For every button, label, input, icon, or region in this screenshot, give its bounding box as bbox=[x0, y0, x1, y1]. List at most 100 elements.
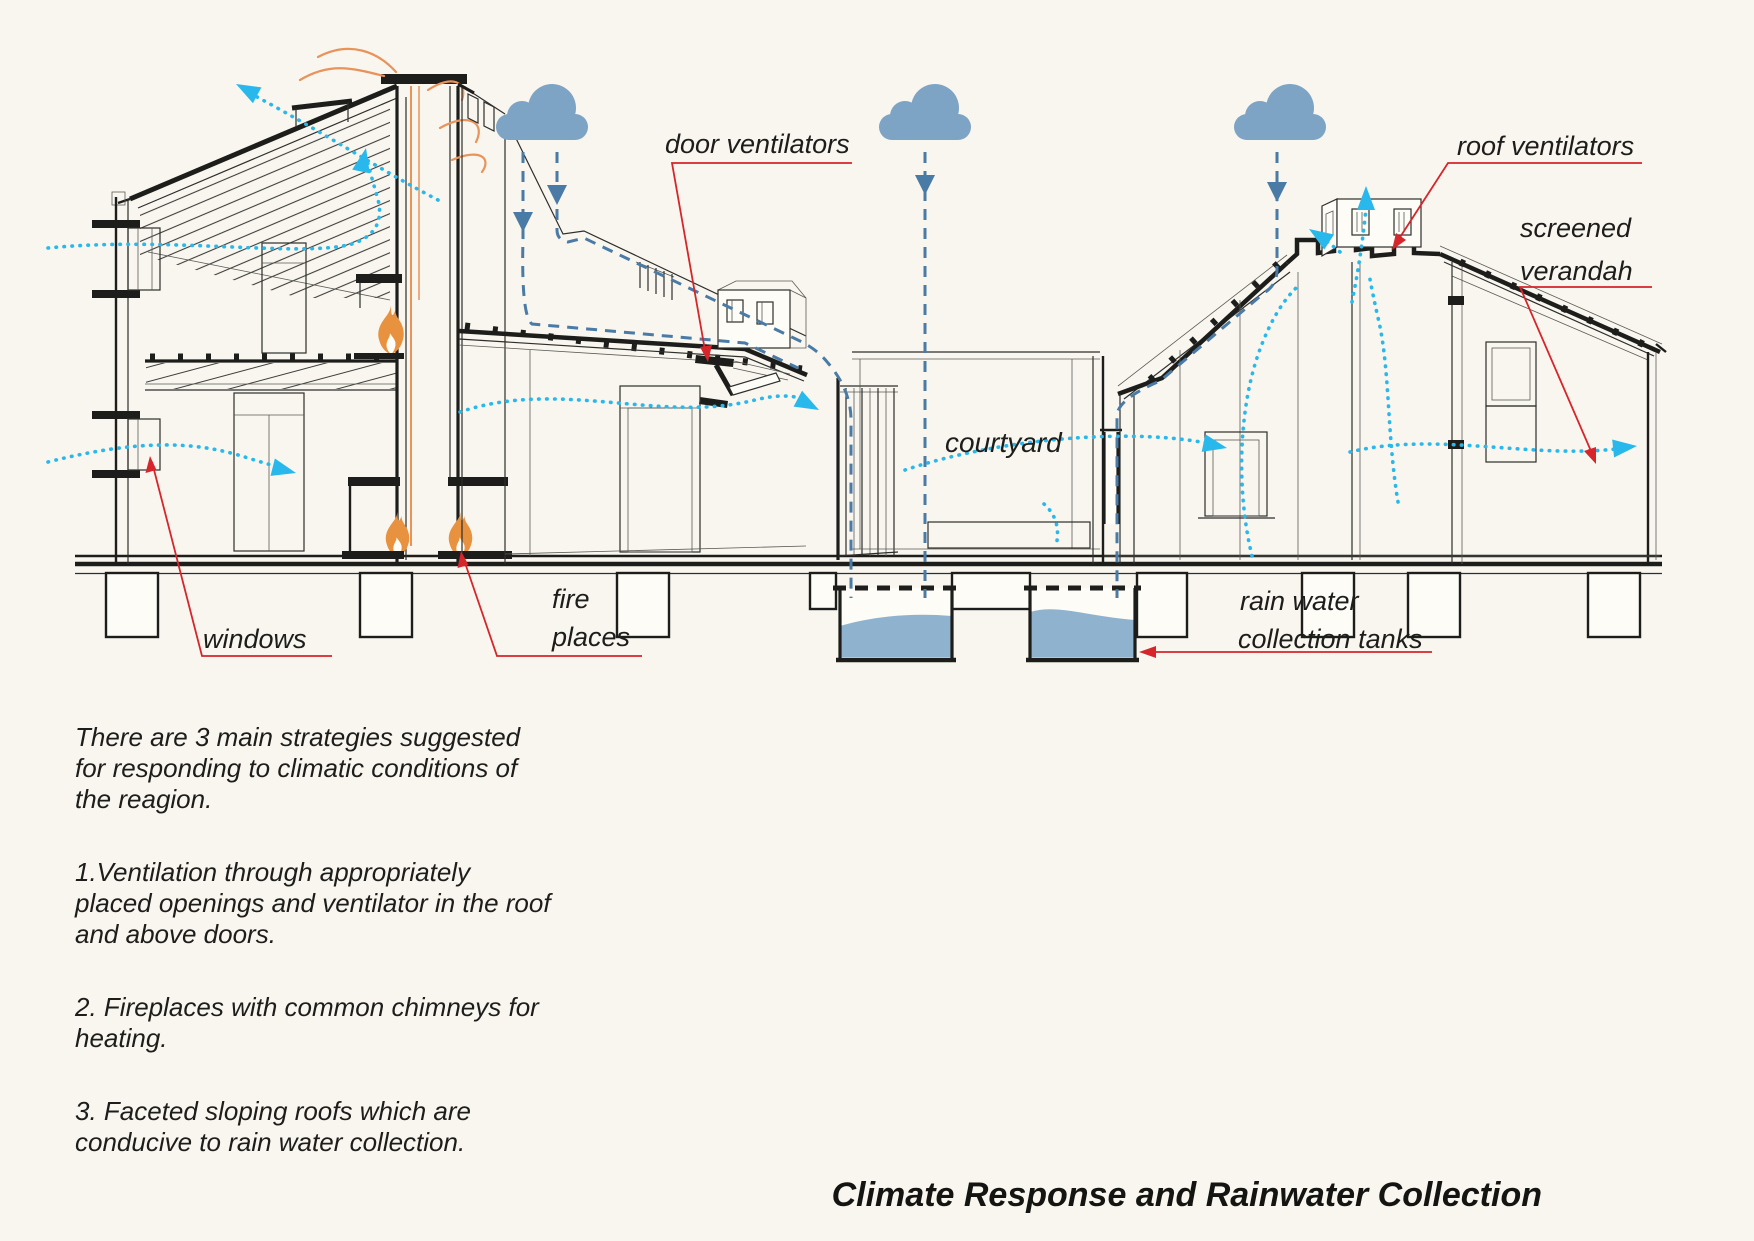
roof-step bbox=[291, 98, 353, 111]
rainwater-tanks bbox=[833, 585, 1141, 663]
right-roof-left-slope bbox=[1117, 261, 1289, 397]
wall-vent-slot bbox=[467, 93, 479, 124]
middle-roof bbox=[458, 328, 808, 378]
fireplace-lintel bbox=[448, 477, 508, 486]
airflow-arrowhead bbox=[1357, 186, 1375, 210]
airflow-arrow bbox=[46, 443, 292, 472]
airflow-arrowhead bbox=[352, 148, 370, 174]
rain-cloud-icon bbox=[879, 84, 971, 140]
airflow-arrowhead bbox=[236, 84, 262, 104]
left-house bbox=[92, 83, 398, 564]
door-ventilators-label: door ventilators bbox=[665, 129, 850, 159]
rain-arrowhead bbox=[915, 175, 935, 195]
airflow-arrowhead bbox=[1309, 229, 1335, 250]
courtyard-bench bbox=[927, 521, 1091, 549]
flame-icon bbox=[378, 305, 404, 355]
courtyard-label: courtyard bbox=[945, 427, 1063, 458]
airflow-arrow bbox=[1367, 272, 1400, 504]
roof-ventilator-tower bbox=[1321, 198, 1422, 258]
leader-door-ventilators bbox=[670, 162, 852, 362]
roof-ventilators-label: roof ventilators bbox=[1457, 131, 1634, 161]
rain-arrow bbox=[521, 152, 799, 370]
fire-places-label-line2: places bbox=[551, 622, 630, 652]
airflow-arrow bbox=[1042, 502, 1060, 548]
hearth bbox=[342, 551, 404, 559]
hip-roof-outline bbox=[504, 115, 807, 337]
window-sill bbox=[92, 290, 140, 298]
leader-windows bbox=[145, 456, 332, 657]
fireplaces bbox=[342, 274, 512, 559]
fire-places-label-line1: fire bbox=[552, 584, 590, 614]
leader-fireplaces bbox=[457, 551, 642, 657]
left-roof bbox=[129, 83, 398, 202]
water-tank-left bbox=[833, 585, 959, 663]
fireplace-lintel bbox=[348, 477, 400, 486]
roof-tower bbox=[717, 280, 807, 349]
diagram-title: Climate Response and Rainwater Collectio… bbox=[831, 1176, 1542, 1214]
airflow-arrows bbox=[46, 84, 1637, 558]
windows-label: windows bbox=[203, 624, 307, 654]
flame-icon bbox=[448, 512, 473, 557]
chimney bbox=[298, 47, 487, 564]
interior-door-ground bbox=[233, 392, 305, 552]
rain-arrow bbox=[555, 152, 853, 598]
note-paragraph-3: 3. Faceted sloping roofs which are condu… bbox=[75, 1096, 471, 1157]
right-roof-right-slope bbox=[1439, 251, 1661, 355]
foundation-pier bbox=[104, 571, 1642, 639]
airflow-arrowhead bbox=[270, 458, 296, 476]
window-sill bbox=[92, 220, 140, 228]
rain-arrowhead bbox=[547, 185, 567, 205]
ground-and-foundations bbox=[75, 554, 1662, 639]
water-tank-right bbox=[1024, 585, 1141, 663]
rain-water-label-line2: collection tanks bbox=[1238, 624, 1423, 654]
hearth bbox=[438, 551, 512, 559]
rain-arrowhead bbox=[513, 212, 533, 232]
chimney-cap bbox=[381, 74, 467, 84]
interior-door-upper bbox=[261, 242, 307, 354]
rain-water-label-line1: rain water bbox=[1240, 586, 1360, 616]
leader-lines bbox=[145, 162, 1652, 658]
note-paragraph-intro: There are 3 main strategies suggested fo… bbox=[75, 722, 521, 814]
screened-verandah-label-line2: verandah bbox=[1520, 256, 1633, 286]
courtyard-screen bbox=[836, 378, 899, 560]
rain-cloud-icon bbox=[1234, 84, 1326, 140]
airflow-arrow bbox=[46, 154, 382, 251]
rafter-hatching bbox=[140, 102, 390, 298]
strategy-notes: There are 3 main strategies suggested fo… bbox=[75, 722, 655, 1200]
note-paragraph-2: 2. Fireplaces with common chimneys for h… bbox=[75, 992, 539, 1053]
diagram-labels: door ventilators roof ventilators screen… bbox=[203, 129, 1634, 654]
rain-cloud-icon bbox=[496, 84, 588, 140]
leader-roof-ventilators bbox=[1392, 162, 1642, 250]
left-wall-window-upper bbox=[127, 227, 161, 291]
rain-arrow bbox=[1115, 152, 1279, 598]
wall-vent-slot bbox=[483, 101, 495, 132]
airflow-arrow bbox=[242, 88, 440, 202]
rain-flow-arrows bbox=[513, 152, 1287, 598]
roof-vent-slats bbox=[635, 261, 675, 300]
rain-clouds bbox=[496, 84, 1326, 140]
courtyard-structure bbox=[852, 351, 1122, 564]
fireplace-lintel bbox=[356, 274, 402, 283]
airflow-arrowhead bbox=[793, 390, 819, 410]
leader-rain-tanks bbox=[1139, 646, 1432, 658]
rain-arrowhead bbox=[1267, 182, 1287, 202]
door-ventilator bbox=[695, 355, 791, 408]
window-sill bbox=[92, 411, 140, 419]
leader-screened-verandah bbox=[1518, 286, 1652, 464]
right-house-door bbox=[1198, 431, 1275, 519]
screened-verandah bbox=[1104, 341, 1667, 564]
window-sill bbox=[92, 470, 140, 478]
right-house bbox=[1104, 198, 1667, 564]
note-paragraph-1: 1.Ventilation through appropriately plac… bbox=[75, 857, 551, 949]
smoke-icon bbox=[298, 47, 487, 174]
airflow-arrow bbox=[903, 434, 1222, 472]
middle-building bbox=[457, 82, 899, 564]
airflow-arrowhead bbox=[1201, 434, 1227, 452]
airflow-arrow bbox=[458, 394, 815, 414]
airflow-arrowhead bbox=[1612, 439, 1637, 458]
middle-door bbox=[619, 385, 701, 553]
airflow-arrow bbox=[1239, 286, 1298, 558]
screened-verandah-label-line1: screened bbox=[1520, 213, 1632, 243]
